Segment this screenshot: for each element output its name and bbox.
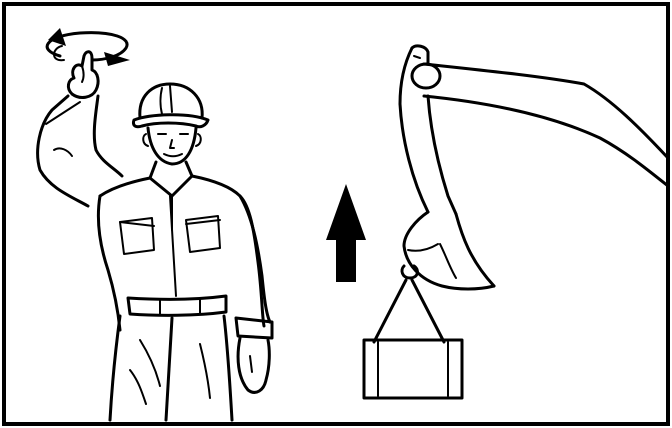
rotation-arrow-icon [47, 28, 130, 66]
up-arrow-icon [326, 184, 366, 282]
excavator-arm-icon [400, 46, 668, 289]
signal-person-icon [38, 52, 272, 420]
suspended-load-icon [364, 280, 462, 398]
